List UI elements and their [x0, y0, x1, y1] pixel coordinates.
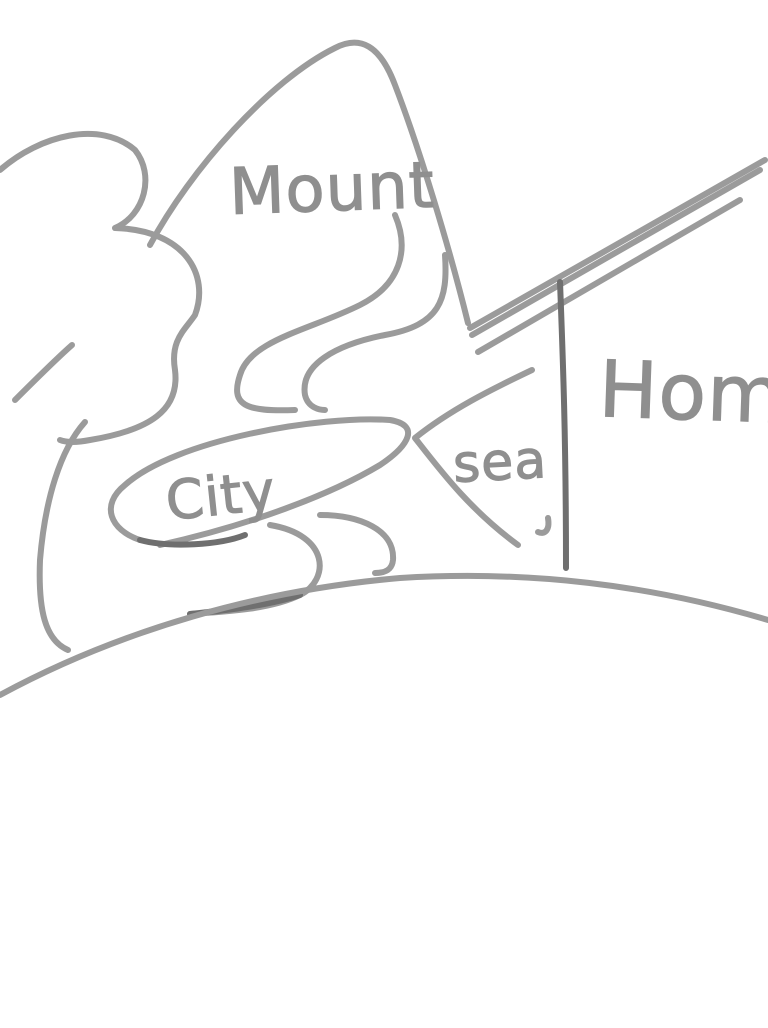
mountain-outline — [147, 39, 471, 326]
left-cliff-line — [36, 419, 88, 653]
city-road-branch — [317, 512, 397, 576]
sea-wedge — [412, 367, 535, 548]
sea-label: sea — [452, 430, 549, 495]
cloud-outline — [0, 130, 203, 445]
mountain-label: Mount — [228, 149, 436, 230]
beam-upper — [467, 157, 768, 331]
home-wall-line — [557, 279, 569, 571]
ground-arc — [0, 572, 768, 698]
cloud-tail — [12, 342, 75, 403]
city-shadow — [137, 532, 248, 548]
home-label: Home — [597, 345, 768, 443]
beam-middle — [469, 167, 763, 338]
beam-lower — [475, 197, 743, 355]
mountain-river-right — [301, 252, 449, 413]
mountain-river-left — [234, 212, 405, 414]
city-ellipse — [107, 416, 412, 548]
sea-hook — [535, 515, 552, 536]
city-label: City — [163, 459, 279, 533]
